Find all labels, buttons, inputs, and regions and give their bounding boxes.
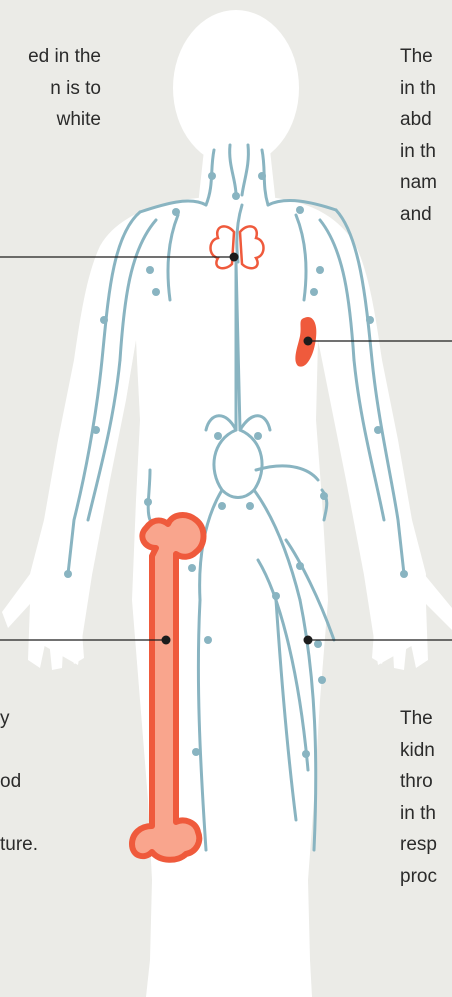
caption-line: white (0, 104, 101, 136)
caption-lymph-nodes: The kidn thro in th resp proc (400, 703, 437, 892)
caption-line: The (400, 703, 437, 735)
caption-line: nam (400, 167, 437, 199)
caption-line: resp (400, 829, 437, 861)
caption-line: in th (400, 73, 437, 105)
caption-line: od (0, 766, 38, 798)
caption-line: in th (400, 798, 437, 830)
caption-line: abd (400, 104, 437, 136)
caption-line: y (0, 703, 38, 735)
caption-line: in th (400, 136, 437, 168)
caption-line: The (400, 41, 437, 73)
caption-line: ture. (0, 829, 38, 861)
caption-line: kidn (400, 735, 437, 767)
caption-thymus: ed in the n is to white (0, 41, 101, 136)
lymph-node-marker (304, 636, 313, 645)
caption-spleen: The in th abd in th nam and (400, 41, 437, 230)
caption-line (0, 798, 38, 830)
caption-line: n is to (0, 73, 101, 105)
caption-line: thro (400, 766, 437, 798)
caption-bone-marrow: y od ture. (0, 703, 38, 861)
body-silhouette (2, 10, 452, 997)
thymus-marker (230, 253, 239, 262)
spleen-marker (304, 337, 313, 346)
caption-line: ed in the (0, 41, 101, 73)
caption-line: proc (400, 861, 437, 893)
caption-line (0, 735, 38, 767)
caption-line: and (400, 199, 437, 231)
bone-marrow-marker (162, 636, 171, 645)
